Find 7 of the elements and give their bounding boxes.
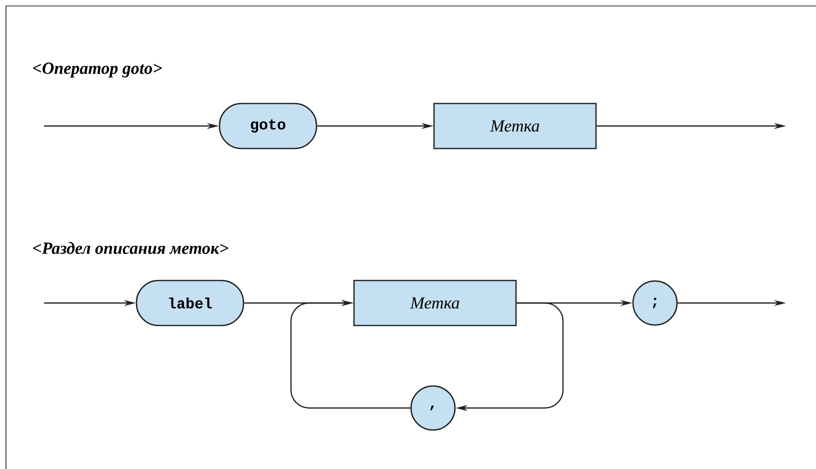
terminal-box: goto [218, 102, 318, 150]
heading: <Оператор goto> [33, 62, 162, 78]
nonterminal-box: Метка [433, 102, 597, 150]
heading: <Раздел описания меток> [33, 242, 228, 254]
terminal-box: label [136, 280, 244, 326]
arrow [290, 300, 410, 409]
nonterminal-box: Метка [353, 280, 517, 326]
